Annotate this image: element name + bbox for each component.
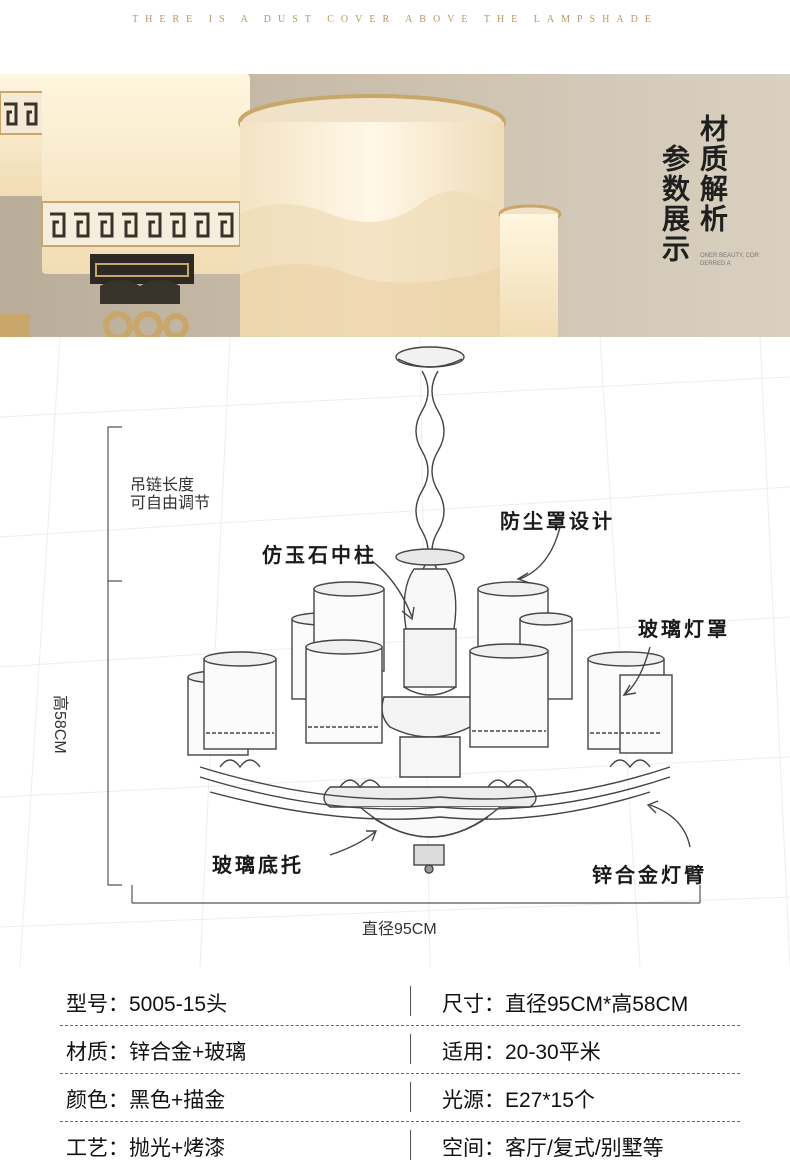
callout-glass-shade: 玻璃灯罩 [638,617,730,641]
banner-title-material: 材质解析 [696,114,729,234]
spec-divider [410,1034,411,1064]
spec-row: 型号：5005-15头 尺寸：直径95CM*高58CM [60,978,740,1026]
header-caption: THERE IS A DUST COVER ABOVE THE LAMPSHAD… [132,14,658,25]
spec-suitable-area: 适用：20-30平米 [442,1041,601,1064]
spec-row: 颜色：黑色+描金 光源：E27*15个 [60,1074,740,1122]
callout-dust-cover: 防尘罩设计 [500,509,615,533]
chandelier-sketch [0,336,790,968]
banner-title-params: 参数展示 [658,144,691,264]
chain-label-line1: 吊链长度 [130,477,195,494]
chain-label-line2: 可自由调节 [130,495,211,512]
dimension-diagram: 吊链长度 可自由调节 高58CM 直径95CM 防尘罩设计 仿玉石中柱 玻璃灯罩… [0,336,790,968]
spec-divider [410,1130,411,1160]
callout-glass-base: 玻璃底托 [212,853,304,877]
banner-vertical-title: 材质解析 参数展示 ONER BEAUTY, COR DERRED A [658,114,759,274]
lamp-photo-banner [0,74,790,337]
spec-craft: 工艺：抛光+烤漆 [66,1137,226,1160]
spec-row-divider [60,1121,740,1122]
spec-row: 工艺：抛光+烤漆 空间：客厅/复式/别墅等 [60,1122,740,1170]
banner-small-text: ONER BEAUTY, COR DERRED A [700,253,759,267]
callout-jade-column: 仿玉石中柱 [262,543,377,567]
spec-row: 材质：锌合金+玻璃 适用：20-30平米 [60,1026,740,1074]
callout-zinc-arm: 锌合金灯臂 [592,863,707,887]
spec-size: 尺寸：直径95CM*高58CM [442,993,689,1016]
spec-row-divider [60,1073,740,1074]
spec-color: 颜色：黑色+描金 [66,1089,226,1112]
spec-light-source: 光源：E27*15个 [442,1089,595,1112]
spec-space: 空间：客厅/复式/别墅等 [442,1137,664,1160]
spec-divider [410,1082,411,1112]
width-dimension-label: 直径95CM [362,921,437,938]
spec-material: 材质：锌合金+玻璃 [66,1041,247,1064]
spec-model: 型号：5005-15头 [66,993,228,1016]
spec-table: 型号：5005-15头 尺寸：直径95CM*高58CM 材质：锌合金+玻璃 适用… [0,978,790,1173]
lamp-photo-illustration [0,74,790,337]
spec-divider [410,986,411,1016]
spec-row-divider [60,1025,740,1026]
chain-length-label: 吊链长度 可自由调节 [130,477,210,513]
height-dimension-label: 高58CM [51,695,68,754]
